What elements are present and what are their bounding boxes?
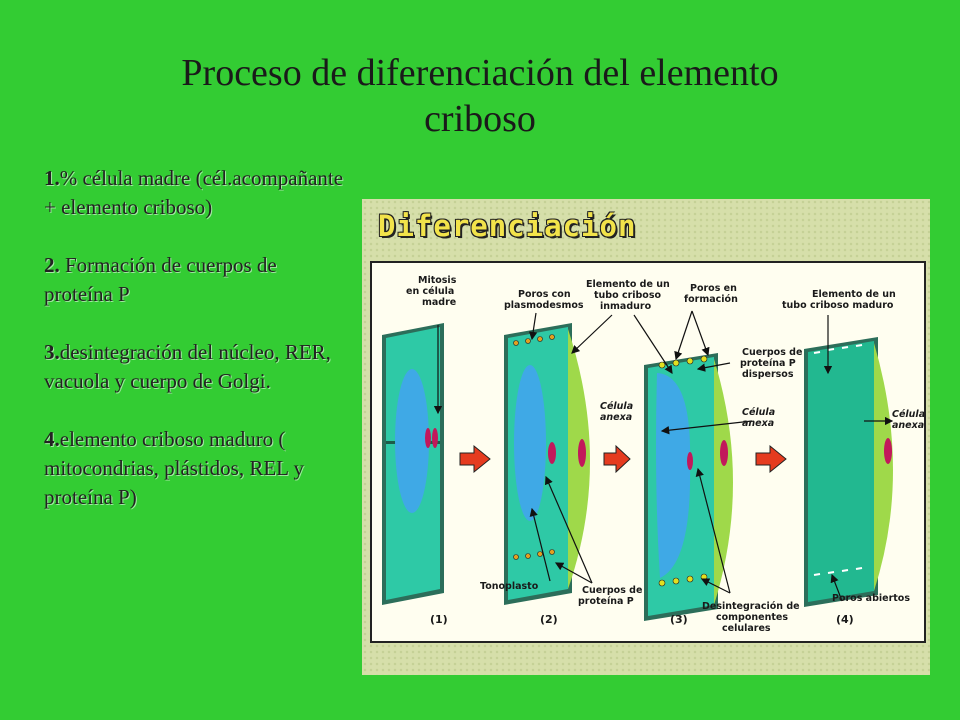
cell-stage-2 <box>504 323 590 605</box>
progression-arrow <box>459 444 491 474</box>
step-text: desintegración del núcleo, RER, vacuola … <box>44 340 331 393</box>
step-item: 3.desintegración del núcleo, RER, vacuol… <box>44 338 344 396</box>
slide-title-line1: Proceso de diferenciación del elemento <box>181 52 779 94</box>
diagram-panel: Diferenciación <box>362 199 930 675</box>
diagram-heading: Diferenciación <box>378 209 637 243</box>
steps-list: 1.% célula madre (cél.acompañante + elem… <box>44 164 344 541</box>
step-number: 2. <box>44 253 60 277</box>
step-item: 4.elemento criboso maduro ( mitocondrias… <box>44 425 344 512</box>
step-text: % célula madre (cél.acompañante + elemen… <box>44 166 344 219</box>
step-item: 2. Formación de cuerpos de proteína P <box>44 251 344 309</box>
nucleus <box>425 428 431 448</box>
label-tonoplasto: Tonoplasto <box>480 581 539 592</box>
cell-stage-1 <box>382 323 444 605</box>
step-number: 3. <box>44 340 60 364</box>
nucleus <box>432 428 438 448</box>
stage-number: (3) <box>670 613 688 626</box>
nucleus <box>687 452 693 470</box>
step-text: Formación de cuerpos de proteína P <box>44 253 277 306</box>
stage-number: (4) <box>836 613 854 626</box>
cell-stage-3 <box>644 353 733 621</box>
progression-arrow <box>603 444 631 474</box>
step-text: elemento criboso maduro ( mitocondrias, … <box>44 427 304 509</box>
slide-title-line2: criboso <box>424 98 536 140</box>
companion-nucleus <box>720 440 728 466</box>
stage-number: (2) <box>540 613 558 626</box>
nucleus <box>548 442 556 464</box>
step-number: 1. <box>44 166 60 190</box>
step-item: 1.% célula madre (cél.acompañante + elem… <box>44 164 344 222</box>
label-poros-abiertos: Poros abiertos <box>832 593 910 604</box>
companion-nucleus <box>578 439 586 467</box>
stage-number: (1) <box>430 613 448 626</box>
companion-nucleus <box>884 438 892 464</box>
progression-arrow <box>755 444 787 474</box>
step-number: 4. <box>44 427 60 451</box>
cell-stage-4 <box>804 337 893 607</box>
slide-title: Proceso de diferenciación del elemento c… <box>100 50 860 142</box>
